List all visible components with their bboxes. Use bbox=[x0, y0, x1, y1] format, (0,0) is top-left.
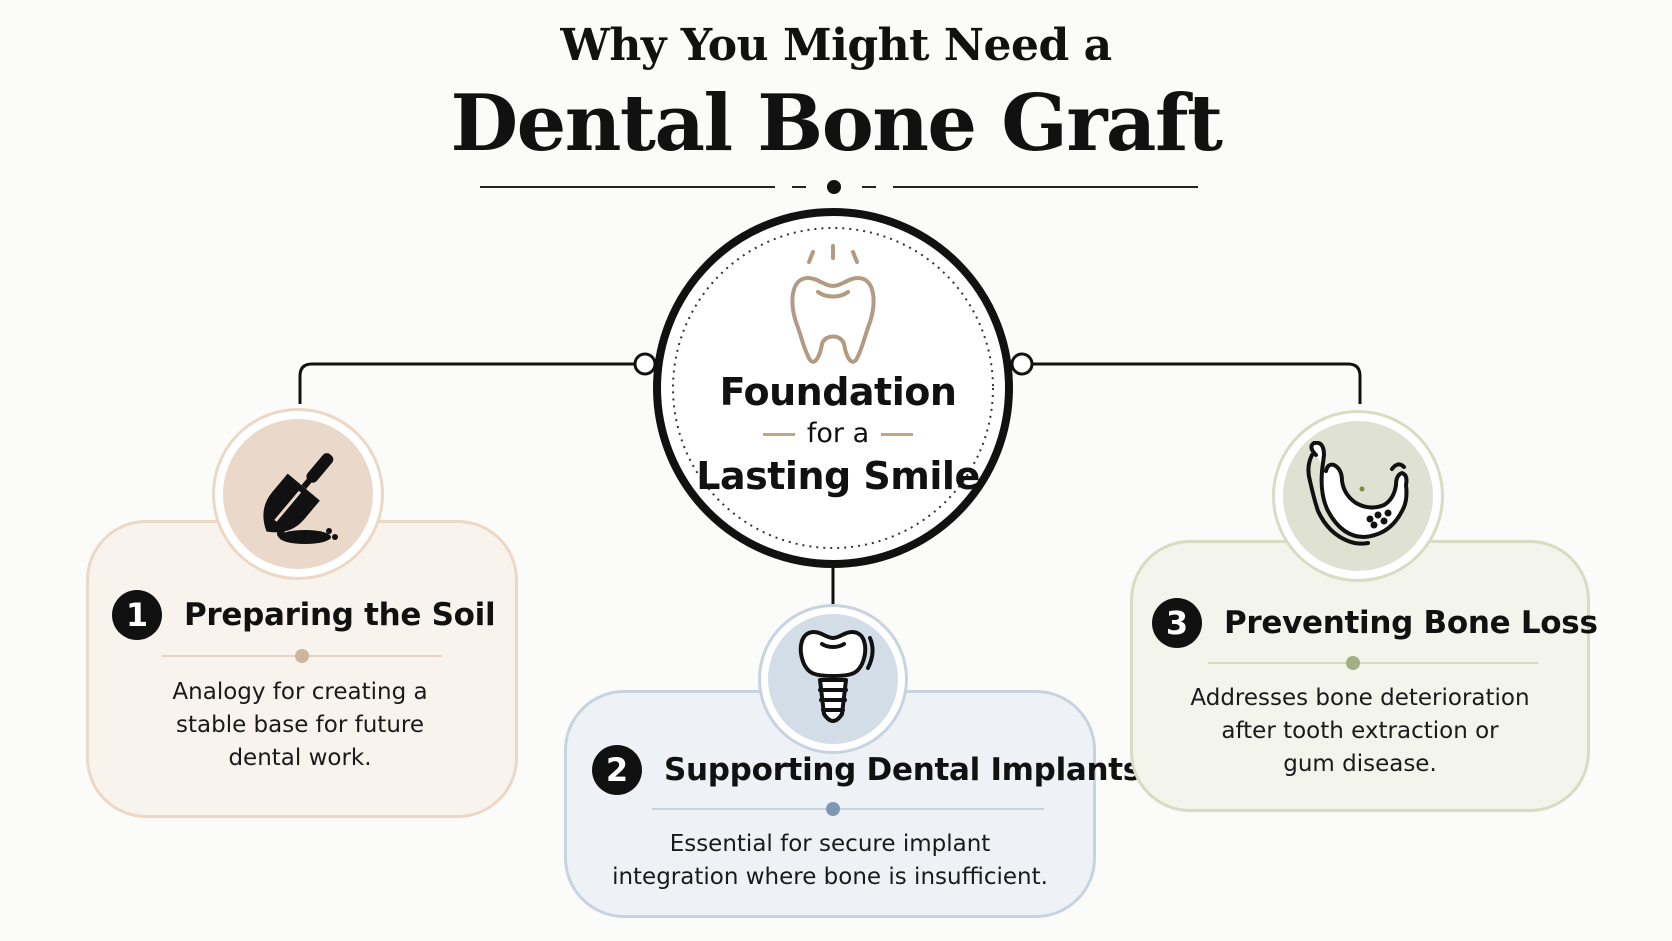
card-2-description-line: integration where bone is insufficient. bbox=[612, 864, 1048, 890]
card-2-icon-bg bbox=[768, 614, 898, 744]
connector-left bbox=[298, 362, 645, 404]
card-1-title: Preparing the Soil bbox=[184, 597, 496, 633]
center-title-line-1: Foundation bbox=[719, 370, 957, 414]
card-1-number-badge: 1 bbox=[112, 590, 162, 640]
card-2-description: Essential for secure implant integration… bbox=[594, 828, 1066, 894]
card-3-description-line: Addresses bone deterioration bbox=[1190, 685, 1530, 711]
card-3-title: Preventing Bone Loss bbox=[1224, 605, 1598, 641]
card-2-title: Supporting Dental Implants bbox=[664, 752, 1141, 788]
card-1-description: Analogy for creating a stable base for f… bbox=[110, 676, 490, 775]
center-circle bbox=[633, 208, 1034, 568]
tooth-icon bbox=[790, 244, 876, 364]
title-line-1: Why You Might Need a bbox=[560, 20, 1112, 71]
center-title-line-3: Lasting Smile bbox=[696, 454, 980, 498]
card-3-description: Addresses bone deterioration after tooth… bbox=[1160, 682, 1560, 781]
card-2-header: 2 Supporting Dental Implants bbox=[592, 745, 1141, 795]
card-3-description-line: gum disease. bbox=[1283, 751, 1437, 777]
card-1-divider-dot bbox=[295, 649, 309, 663]
center-dash-left bbox=[762, 433, 795, 436]
card-1-icon-bg bbox=[223, 419, 373, 569]
center-line-2-text: for a bbox=[806, 418, 870, 449]
card-1-header: 1 Preparing the Soil bbox=[112, 590, 496, 640]
card-1-description-line: stable base for future bbox=[176, 712, 424, 738]
card-3-divider-dot bbox=[1346, 656, 1360, 670]
card-1-description-line: Analogy for creating a bbox=[172, 679, 428, 705]
card-3-number-badge: 3 bbox=[1152, 598, 1202, 648]
connector-right bbox=[1022, 362, 1362, 404]
page-title: Dental Bone Graft bbox=[450, 78, 1223, 169]
card-3-description-line: after tooth extraction or bbox=[1221, 718, 1499, 744]
card-2-divider-dot bbox=[826, 802, 840, 816]
card-2-description-line: Essential for secure implant bbox=[669, 831, 991, 857]
title-divider bbox=[480, 180, 1198, 194]
card-3-divider bbox=[1208, 662, 1538, 664]
card-preventing-bone-loss bbox=[1130, 540, 1590, 812]
card-1-description-line: dental work. bbox=[228, 745, 372, 771]
card-2-divider bbox=[652, 808, 1044, 810]
card-2-number-badge: 2 bbox=[592, 745, 642, 795]
dental-implant-icon bbox=[798, 630, 875, 723]
card-3-icon-circle bbox=[1272, 410, 1444, 582]
card-1-icon-circle bbox=[212, 408, 384, 580]
trowel-icon bbox=[263, 453, 338, 544]
center-dash-right bbox=[881, 433, 914, 436]
center-title-line-2: for a bbox=[688, 418, 988, 449]
card-2-icon-circle bbox=[758, 604, 908, 754]
card-3-header: 3 Preventing Bone Loss bbox=[1152, 598, 1598, 648]
jawbone-icon bbox=[1306, 441, 1409, 546]
card-3-icon-bg bbox=[1283, 421, 1433, 571]
